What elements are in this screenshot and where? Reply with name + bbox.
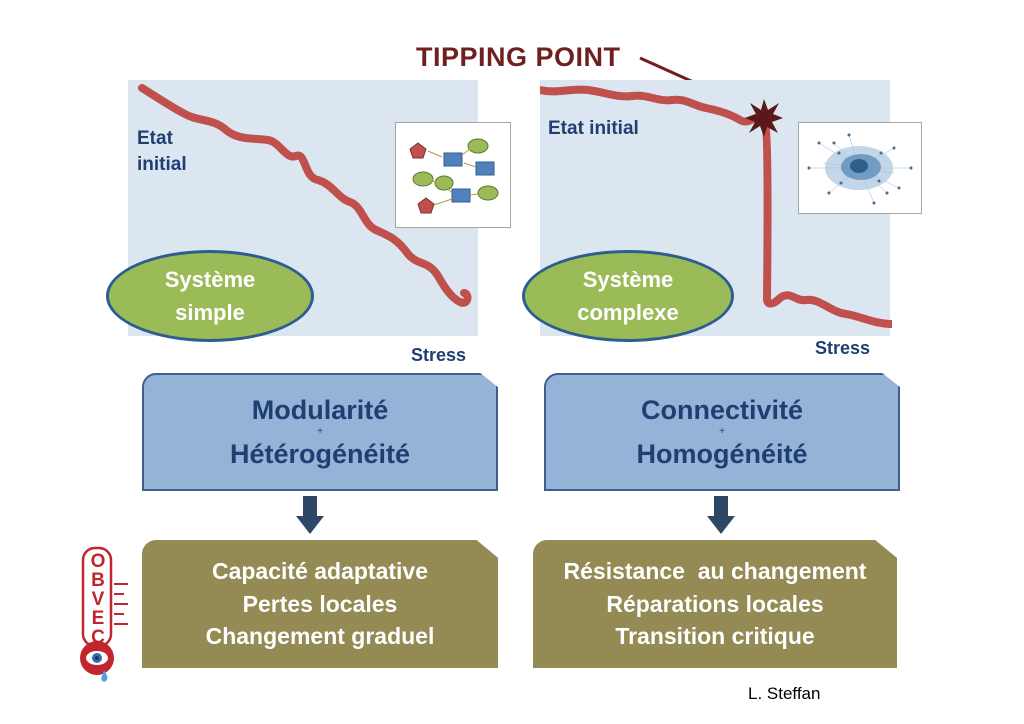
thermometer-icon	[80, 546, 128, 682]
simple-system-curve	[138, 84, 472, 307]
complex-system-line2: complexe	[577, 300, 679, 325]
simple-stress-label: Stress	[411, 345, 467, 365]
simple-outcomes-card: Capacité adaptative Pertes locales Chang…	[142, 540, 498, 668]
tipping-point-title: TIPPING POINT	[416, 42, 621, 72]
connectivity-text: Connectivité	[640, 394, 804, 425]
connectivity-card: Connectivité + Homogénéité	[544, 373, 900, 491]
down-arrow-right-icon	[707, 496, 735, 534]
simple-system-line2: simple	[175, 300, 245, 325]
homogeneity-text: Homogénéité	[636, 439, 808, 469]
obveco-letter: C	[91, 627, 105, 648]
modularity-text: Modularité	[251, 394, 389, 425]
simple-system-ellipse: Système simple	[106, 250, 314, 342]
obveco-logo: O B V E C	[78, 546, 138, 686]
modular-network-icon	[409, 138, 499, 214]
obveco-letter: O	[90, 551, 106, 572]
complex-network-thumbnail	[798, 122, 922, 214]
simple-outcome-1: Capacité adaptative	[211, 557, 429, 584]
complex-outcome-1: Résistance au changement	[563, 557, 867, 584]
obveco-letter: E	[91, 608, 105, 629]
simple-initial-state-line1: Etat	[137, 128, 173, 149]
complex-outcome-2: Réparations locales	[606, 590, 824, 617]
simple-initial-state-line2: initial	[137, 153, 187, 175]
simple-system-line1: Système	[164, 267, 256, 292]
connectivity-plus: +	[719, 426, 725, 437]
tipping-burst-icon	[745, 99, 783, 137]
complex-outcomes-card: Résistance au changement Réparations loc…	[533, 540, 897, 668]
simple-outcome-3: Changement graduel	[205, 623, 435, 650]
heterogeneity-text: Hétérogénéité	[229, 439, 411, 469]
simple-initial-state-label: Etat initial	[137, 126, 187, 177]
complex-initial-state-label: Etat initial	[548, 118, 639, 139]
modular-network-thumbnail	[395, 122, 511, 228]
modularity-plus: +	[317, 426, 323, 437]
obveco-letters: O B V E C	[86, 552, 110, 647]
complex-network-icon	[807, 133, 913, 205]
complex-outcome-3: Transition critique	[615, 623, 815, 650]
obveco-letter: B	[91, 570, 105, 591]
simple-outcome-2: Pertes locales	[242, 590, 398, 617]
obveco-letter: V	[91, 589, 105, 610]
complex-system-line1: Système	[582, 267, 674, 292]
author-credit: L. Steffan	[748, 684, 821, 703]
modularity-card: Modularité + Hétérogénéité	[142, 373, 498, 491]
complex-system-ellipse: Système complexe	[522, 250, 734, 342]
complex-stress-label: Stress	[815, 338, 871, 358]
down-arrow-left-icon	[296, 496, 324, 534]
